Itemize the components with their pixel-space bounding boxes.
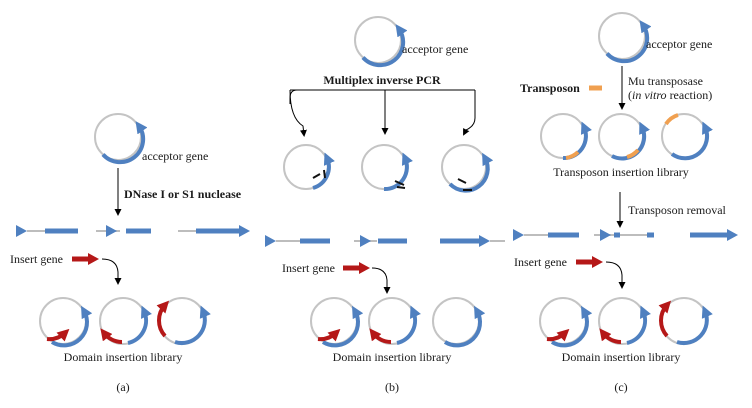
insert-gene-label-a: Insert gene <box>10 252 63 266</box>
linear-fragments-a <box>16 225 250 237</box>
library-plasmids-c <box>539 297 713 348</box>
linear-fragments-b <box>265 235 505 247</box>
pcr-plasmids-b <box>283 144 494 193</box>
acceptor-gene-label-c: acceptor gene <box>646 37 712 51</box>
acceptor-gene-label-a: acceptor gene <box>142 149 208 163</box>
library-plasmids-b <box>310 297 486 348</box>
multiplex-pcr-label: Multiplex inverse PCR <box>323 73 441 87</box>
panel-label-b: (b) <box>385 380 399 394</box>
panel-a: acceptor gene DNase I or S1 nuclease Ins… <box>10 113 250 394</box>
transposon-plasmids-c <box>540 113 713 161</box>
mu-transposase-label: Mu transposase <box>628 74 703 88</box>
arrow-c-insert <box>605 261 626 289</box>
panel-label-c: (c) <box>614 380 627 394</box>
linear-fragments-c <box>513 229 738 241</box>
panel-b: acceptor gene Multiplex inverse PCR <box>265 16 505 394</box>
library-plasmids-a <box>39 297 211 348</box>
panel-c: acceptor gene Transposon Mu transposase … <box>513 12 738 394</box>
acceptor-plasmid-b <box>354 16 408 68</box>
domain-library-label-c: Domain insertion library <box>562 350 681 364</box>
transposon-library-label: Transposon insertion library <box>553 165 689 179</box>
acceptor-gene-label-b: acceptor gene <box>402 42 468 56</box>
panel-label-a: (a) <box>116 380 129 394</box>
domain-library-label-b: Domain insertion library <box>333 350 452 364</box>
mu-reaction-label: (in vitro reaction) <box>628 88 712 102</box>
domain-library-label-a: Domain insertion library <box>64 350 183 364</box>
arrow-a-insert <box>101 258 122 285</box>
acceptor-plasmid-c <box>598 12 652 64</box>
arrow-b-left <box>289 89 307 137</box>
transposon-label: Transposon <box>520 81 580 95</box>
insert-gene-label-b: Insert gene <box>282 261 335 275</box>
acceptor-plasmid-a <box>94 113 148 165</box>
arrow-b-right <box>463 90 476 136</box>
insert-gene-label-c: Insert gene <box>514 255 567 269</box>
dnase-label: DNase I or S1 nuclease <box>124 187 242 201</box>
transposon-removal-label: Transposon removal <box>628 203 727 217</box>
arrow-b-insert <box>371 267 391 294</box>
